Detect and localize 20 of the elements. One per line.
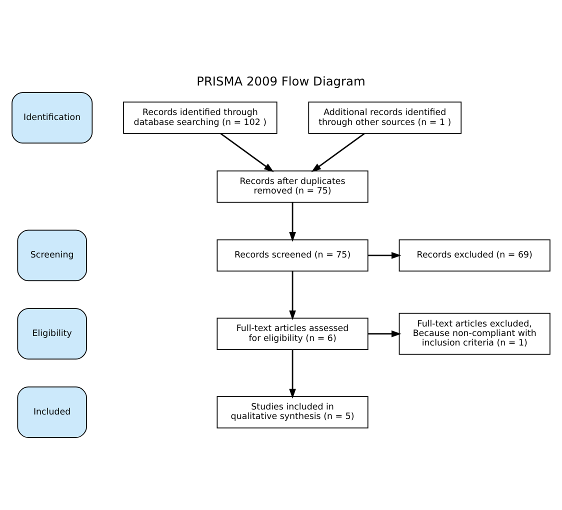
diagram-title: PRISMA 2009 Flow Diagram <box>196 74 366 89</box>
arrow <box>289 271 296 320</box>
node-box: Screening <box>17 230 87 282</box>
node-box: Studies included in qualitative synthesis (n = 5) <box>216 396 368 428</box>
node-box: Full-text articles excluded, Because non-compliant with inclusion criteria (n = 1) <box>398 312 550 355</box>
node-box: Additional records identified through other sources (n = 1 ) <box>308 102 462 134</box>
arrow <box>311 132 365 172</box>
node-box: Records identified through database searching (n = 102 ) <box>123 102 278 134</box>
arrow <box>368 330 402 338</box>
arrow <box>289 202 296 242</box>
arrow <box>289 350 296 399</box>
arrow <box>368 252 402 259</box>
node-box: Records after duplicates removed (n = 75) <box>216 170 368 203</box>
arrow <box>220 132 274 172</box>
node-box: Full-text articles assessed for eligibility (n = 6) <box>216 318 368 350</box>
node-box: Records screened (n = 75) <box>216 239 368 272</box>
node-box: Eligibility <box>17 308 87 360</box>
node-box: Records excluded (n = 69) <box>398 239 550 272</box>
node-box: Included <box>17 386 87 438</box>
node-box: Identification <box>12 92 93 144</box>
